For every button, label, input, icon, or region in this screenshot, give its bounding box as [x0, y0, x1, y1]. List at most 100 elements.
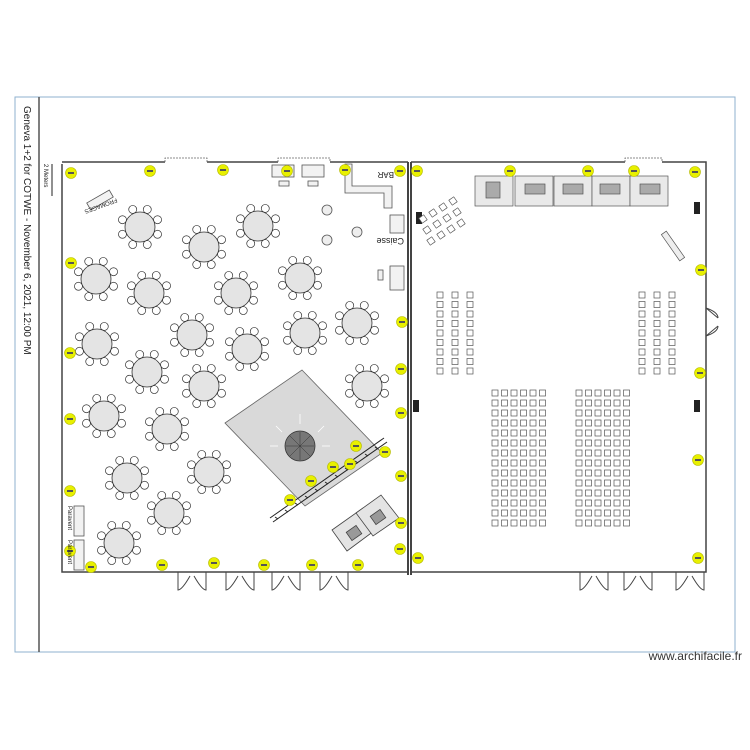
- chair: [585, 509, 592, 517]
- chair: [594, 429, 602, 437]
- bar-counter: [73, 163, 405, 571]
- dj-booths: [331, 494, 400, 552]
- paravent-label-2: Paravent: [66, 540, 72, 564]
- chair: [438, 202, 448, 212]
- chair: [539, 419, 546, 427]
- chair: [418, 214, 428, 224]
- light-fixture: [156, 559, 168, 571]
- round-table: [147, 491, 191, 535]
- chair: [575, 459, 583, 467]
- chair: [575, 499, 583, 507]
- round-table: [345, 364, 389, 408]
- chair: [529, 419, 537, 427]
- round-table: [118, 205, 162, 249]
- chair: [520, 399, 527, 407]
- chair: [594, 489, 602, 497]
- chair: [452, 207, 462, 217]
- chair: [510, 479, 518, 487]
- chair: [451, 339, 459, 346]
- chair: [604, 419, 611, 427]
- light-fixture: [64, 545, 76, 557]
- chair: [575, 429, 583, 437]
- chair: [510, 459, 518, 467]
- chair: [510, 519, 518, 527]
- chair: [451, 348, 459, 356]
- light-fixture: [628, 165, 640, 177]
- chair: [436, 230, 446, 240]
- chair: [604, 439, 611, 447]
- chair: [510, 499, 518, 507]
- chair: [613, 439, 621, 447]
- chair: [501, 459, 508, 467]
- top-openings: [164, 157, 663, 162]
- chair: [585, 389, 592, 397]
- chair: [575, 399, 583, 407]
- chair: [451, 291, 459, 299]
- chair: [510, 389, 518, 397]
- round-table: [82, 394, 126, 438]
- chair: [539, 489, 546, 497]
- chair: [466, 329, 474, 337]
- light-fixture: [305, 475, 317, 487]
- chair: [510, 409, 518, 417]
- light-fixture: [412, 552, 424, 564]
- round-table: [236, 204, 280, 248]
- chair: [501, 429, 508, 437]
- round-table: [335, 301, 379, 345]
- light-fixture: [395, 470, 407, 482]
- chair: [585, 469, 592, 477]
- chair: [613, 389, 621, 397]
- chair: [594, 449, 602, 457]
- chair: [585, 499, 592, 507]
- chair: [585, 399, 592, 407]
- chair: [638, 348, 646, 356]
- chair: [432, 219, 442, 229]
- chair: [491, 469, 499, 477]
- chair: [623, 469, 630, 477]
- chair: [501, 449, 508, 457]
- chair: [638, 301, 646, 308]
- chair: [653, 348, 661, 356]
- chair: [491, 489, 499, 497]
- chair: [668, 320, 676, 327]
- light-fixture: [217, 164, 229, 176]
- chair: [491, 519, 499, 527]
- chair: [501, 409, 508, 417]
- chair: [594, 499, 602, 507]
- chair: [653, 320, 661, 327]
- chair: [653, 329, 661, 337]
- chair: [623, 519, 630, 527]
- chair: [585, 429, 592, 437]
- paravent-label-1: Paravent: [66, 506, 72, 530]
- chair: [613, 459, 621, 467]
- scale-label: 2 Meters: [42, 164, 48, 187]
- round-table: [75, 322, 119, 366]
- chair: [585, 439, 592, 447]
- chair: [501, 389, 508, 397]
- chair: [585, 519, 592, 527]
- chair: [623, 509, 630, 517]
- drawing-frame: [14, 96, 736, 653]
- chair: [613, 479, 621, 487]
- chair: [638, 358, 646, 365]
- light-fixture: [379, 446, 391, 458]
- chair: [529, 439, 537, 447]
- chair: [585, 479, 592, 487]
- right-door: [705, 307, 719, 337]
- round-table: [170, 313, 214, 357]
- chair: [604, 399, 611, 407]
- chair: [491, 449, 499, 457]
- chair: [501, 399, 508, 407]
- chair: [585, 419, 592, 427]
- light-fixture: [281, 165, 293, 177]
- chair: [446, 224, 456, 234]
- chair: [575, 439, 583, 447]
- chair: [585, 409, 592, 417]
- chair: [613, 409, 621, 417]
- chair: [520, 489, 527, 497]
- chair: [623, 459, 630, 467]
- chair: [575, 419, 583, 427]
- chair: [604, 449, 611, 457]
- chair: [623, 399, 630, 407]
- chair: [451, 367, 459, 375]
